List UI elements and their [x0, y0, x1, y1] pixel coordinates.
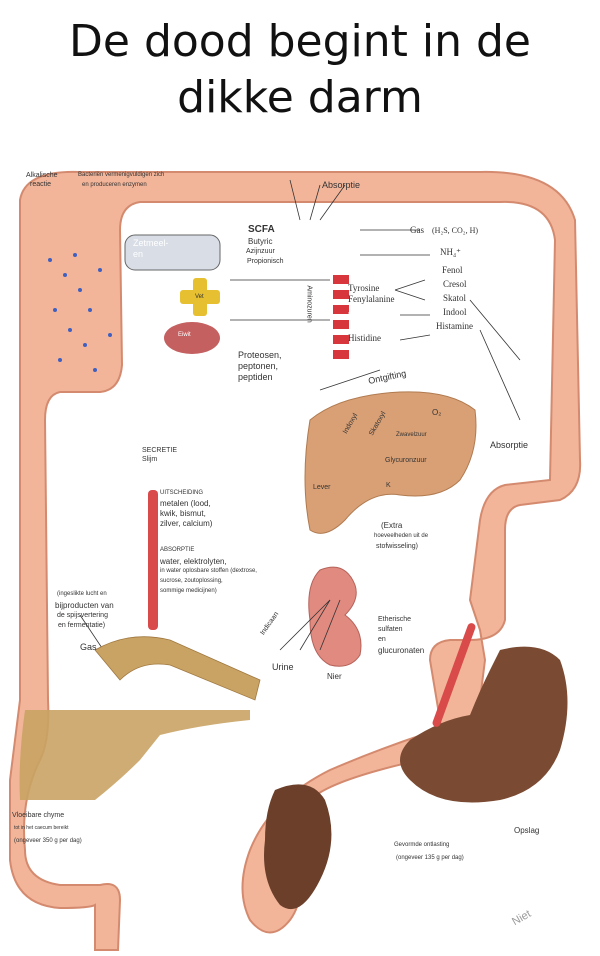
label-glycuronzuur: Glycuronzuur [385, 457, 427, 464]
label-etherische-4: glucuronaten [378, 646, 425, 655]
label-slijm: Slijm [142, 456, 158, 463]
label-butyric: Butyric [248, 237, 273, 246]
vessel-strip-1 [148, 490, 158, 630]
label-azijnzuur: Azijnzuur [246, 248, 275, 255]
label-water-2: in water oplosbare stoffen (dextrose, [160, 568, 257, 574]
stool-mass [400, 646, 568, 803]
label-peptiden: peptiden [238, 372, 273, 382]
caecum-chyme [19, 710, 250, 800]
label-gevormde: Gevormde ontlasting [394, 842, 450, 848]
label-gas-left: Gas [80, 642, 97, 652]
label-water-4: sommige medicijnen) [160, 588, 217, 594]
label-lever: Lever [313, 484, 331, 491]
label-etherische-2: sulfaten [378, 626, 403, 633]
label-peptonen: peptonen, [238, 361, 279, 371]
vessel-strip-2 [432, 623, 476, 727]
label-absorptie-mid: ABSORPTIE [160, 547, 195, 553]
label-k: K [386, 482, 391, 489]
label-bijproducten-1: bijproducten van [55, 601, 114, 610]
label-vet: Vet [195, 294, 204, 300]
label-skatol: Skatol [443, 293, 467, 303]
stool-rectum [264, 784, 332, 910]
liver [304, 391, 477, 534]
label-alkalische: Alkalische [26, 172, 58, 179]
label-nier: Nier [327, 672, 342, 681]
page-title: De dood begint in de dikke darm [0, 14, 600, 126]
label-nh4: NH₄⁺ [440, 247, 461, 257]
label-aminozuren: Aminozuren [305, 285, 313, 323]
label-vloeibare-sub: tot in het caecum bereikt [14, 825, 69, 831]
label-gas-formula: (H₂S, CO₂, H) [432, 226, 479, 235]
eiwit-blob [164, 322, 220, 354]
amino-acid-bars [333, 275, 349, 359]
label-uitscheiding: UITSCHEIDING [160, 490, 204, 496]
label-metalen-3: zilver, calcium) [160, 519, 213, 528]
label-fenylalanine: Fenylalanine [348, 294, 395, 304]
label-zetmeel-2: en [133, 249, 144, 259]
label-ingeslikte: (ingeslikte lucht en [57, 591, 107, 597]
label-extra-3: stofwisseling) [376, 543, 419, 550]
label-absorptie-top: Absorptie [322, 180, 361, 190]
ileum-inflow [94, 636, 261, 701]
label-water-3: sucrose, zoutoplossing, [160, 578, 223, 584]
zetmeel-capsule [124, 234, 221, 271]
colon-diagram: Alkalische reactie Bacteriën vermenigvul… [0, 160, 600, 956]
label-tryptofaan: Tryptofaan [348, 311, 388, 321]
label-o2: O₂ [432, 408, 442, 417]
label-fenol: Fenol [442, 265, 463, 275]
label-bacterien-2: en produceren enzymen [82, 182, 147, 188]
vet-molecule [180, 278, 220, 316]
title-line-2: dikke darm [177, 72, 423, 123]
label-bijproducten-2: de spijsvertering [57, 612, 108, 619]
label-eiwit: Eiwit [178, 332, 191, 338]
title-line-1: De dood begint in de [69, 16, 531, 67]
label-cresol: Cresol [443, 279, 467, 289]
label-histamine: Histamine [436, 321, 473, 331]
label-etherische-3: en [378, 636, 386, 643]
label-vloeibare-amount: (ongeveer 350 g per dag) [14, 838, 82, 844]
label-propionisch: Propionisch [247, 258, 284, 265]
colon-illustration [9, 170, 582, 951]
kidney [308, 566, 362, 667]
label-gas: Gas [410, 225, 424, 235]
label-bijproducten-3: en fermentatie) [58, 622, 106, 629]
label-water-1: water, elektrolyten, [160, 557, 227, 566]
label-zwavelzuur: Zwavelzuur [396, 432, 427, 438]
label-zetmeel-1: Zetmeel- [133, 238, 169, 248]
label-etherische-1: Etherische [378, 616, 412, 623]
label-gevormde-amount: (ongeveer 135 g per dag) [396, 855, 464, 861]
label-tyrosine: Tyrosine [348, 283, 380, 293]
label-metalen-1: metalen (lood, [160, 499, 211, 508]
bacteria-cluster [48, 253, 112, 372]
label-proteosen: Proteosen, [238, 350, 282, 360]
label-bacterien-1: Bacteriën vermenigvuldigen zich [78, 172, 165, 178]
label-scfa: SCFA [248, 224, 275, 235]
label-extra-2: hoeveelheden uit de [374, 533, 429, 539]
label-histidine: Histidine [348, 333, 381, 343]
label-opslag: Opslag [514, 826, 540, 835]
label-secretie: SECRETIE [142, 447, 178, 454]
label-metalen-2: kwik, bismut, [160, 509, 206, 518]
label-urine: Urine [272, 662, 294, 672]
label-reactie: reactie [30, 181, 52, 188]
label-indool: Indool [443, 307, 467, 317]
label-vloeibare: Vloeibare chyme [12, 812, 65, 819]
label-extra-1: (Extra [381, 521, 403, 530]
label-absorptie-right: Absorptie [490, 440, 529, 450]
